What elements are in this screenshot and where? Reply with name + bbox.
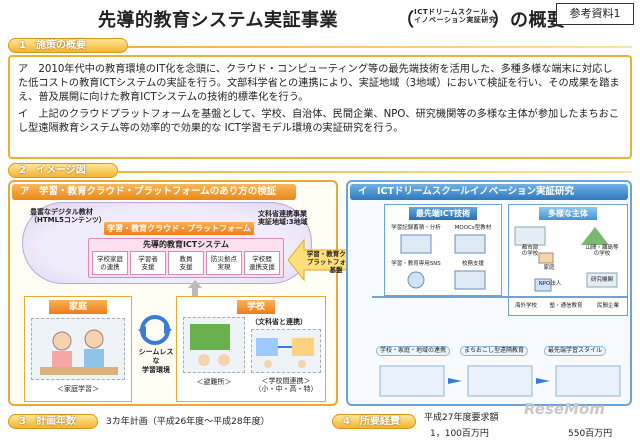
tech-item-moocs: MOOCs型教材 [454,225,492,231]
reference-badge: 参考資料1 [556,3,634,25]
watermark-logo: ReseMom [524,400,605,418]
page-title: 先導的教育システム実証事業 （ ICTドリームスクール イノベーション実証研究 … [98,6,565,32]
home-study-illustration [31,318,125,380]
platform-bar: 学習・教育クラウド・プラットフォーム [104,222,254,235]
mext-collab: （文科省と連携） [251,318,307,326]
actor-private: 民間企業 [596,303,619,309]
tech-item-analytics: 学習記録蓄積・分析 [391,225,441,231]
budget-line1: 平成27年度要求額 [424,413,499,423]
actors-illustration [514,226,618,292]
budget-line3: 550百万円 [568,429,613,439]
edu-ict-system-title: 先導的教育ICTシステム [142,240,230,249]
inter-school-illustration [251,329,321,373]
home-title: 家庭 [49,300,107,314]
cycle-arrows-icon [138,315,172,345]
title-subtitle: ICTドリームスクール イノベーション実証研究 [414,8,497,24]
tech-item-admin: 校務支援 [461,261,484,267]
right-divider [372,296,628,298]
title-main: 先導的教育システム実証事業 [98,10,338,31]
actors-title: 多様な主体 [539,207,597,220]
actor-cram: 塾・通信教育 [549,303,583,309]
cloud-tag-digital-content: 豊富なデジタル教材 （HTML5コンテンツ） [30,208,106,224]
tech-item-sns: 学習・教育専用SNS [391,261,441,267]
classroom-icon [190,324,230,366]
cell-teacher-support: 教員 支援 [168,251,204,275]
budget-line2: 1，100百万円 [430,429,489,439]
network-icon [407,270,486,290]
section2-label: 2 イメージ図 [8,163,118,178]
section1-divider [128,46,632,48]
actors-box: 多様な主体 都市部 の学校 山間・離島等 の学校 家庭 NPO法人 研究機関 海… [508,204,628,316]
actor-urban-school: 都市部 の学校 [521,245,539,257]
section1-box: ア 2010年代中の教育環境のIT化を念頭に、クラウド・コンピューティング等の最… [8,55,632,159]
section1-para-i: イ 上記のクラウドプラットフォームを基盤として、学校、自治体、民間企業、NPO、… [18,108,620,134]
left-panel-header: ア 学習・教育クラウド・プラットフォームのあり方の検証 [12,184,296,200]
school-title: 学校 [237,300,275,314]
section3-label: 3 計画年数 [8,414,98,429]
actor-npo: NPO法人 [538,281,562,287]
flow-chip-collab: 学校・家庭・地域の連携 [376,346,451,356]
shelter-illustration [183,317,245,373]
title-paren-close: ） [492,10,511,31]
middle-platform-text: 学習・教育クラウド プラットフォームを基盤 [306,250,366,274]
section2-divider [118,171,632,173]
school-building-icon [256,338,314,368]
school-box: 学校 （文科省と連携） ＜避難所＞ ＜学校間連携＞ （小・中・高・特） [176,296,326,402]
cell-school-home: 学校家庭 の連携 [92,251,128,275]
right-panel-header: イ ICTドリームスクールイノベーション実証研究 [350,184,628,200]
tech-box: 最先端ICT技術 学習記録蓄積・分析 MOOCs型教材 学習・教育専用SNS 校… [384,204,502,296]
home-box: 家庭 ＜家庭学習＞ [24,296,132,402]
tech-title: 最先端ICT技術 [409,207,477,220]
seamless-label: シームレス な 学習環境 [138,348,174,374]
actor-home: 家庭 [543,265,555,271]
shelter-caption: ＜避難所＞ [196,378,232,386]
inter-school-caption: ＜学校間連携＞ （小・中・高・特） [254,377,318,393]
actor-research: 研究機関 [590,277,613,283]
cloud-tag-mext-region: 文科省連携事業 実証地域:3地域 [258,210,308,226]
section1-label: 1 施策の概要 [8,38,128,53]
tech-devices-icon [400,234,486,254]
actor-rural-school: 山間・離島等 の学校 [585,245,619,257]
title-paren-open: （ [396,10,415,31]
cell-learner-support: 学習者 支援 [130,251,166,275]
up-arrow-icon [188,280,202,300]
flow-chip-style: 最先端学習スタイル [544,346,607,356]
family-icon [40,329,118,375]
flow-illustration [379,365,621,397]
system-cells: 学校家庭 の連携 学習者 支援 教員 支援 防災拠点 実現 学校間 連携支援 [89,251,283,275]
section1-para-a: ア 2010年代中の教育環境のIT化を念頭に、クラウド・コンピューティング等の最… [18,64,620,104]
cell-inter-school: 学校間 連携支援 [244,251,280,275]
actor-overseas: 海外学校 [514,303,537,309]
flow-chip-machiokoshi: まちおこし型遠隔教育 [460,346,529,356]
home-caption: ＜家庭学習＞ [57,385,99,393]
title-tail: の概要 [510,10,566,31]
edu-ict-system-box: 先導的教育ICTシステム 学校家庭 の連携 学習者 支援 教員 支援 防災拠点 … [88,238,284,278]
section4-label: 4 所要経費 [332,414,416,429]
plan-years-text: 3カ年計画（平成26年度～平成28年度） [106,417,270,427]
cell-disaster-base: 防災拠点 実現 [206,251,242,275]
